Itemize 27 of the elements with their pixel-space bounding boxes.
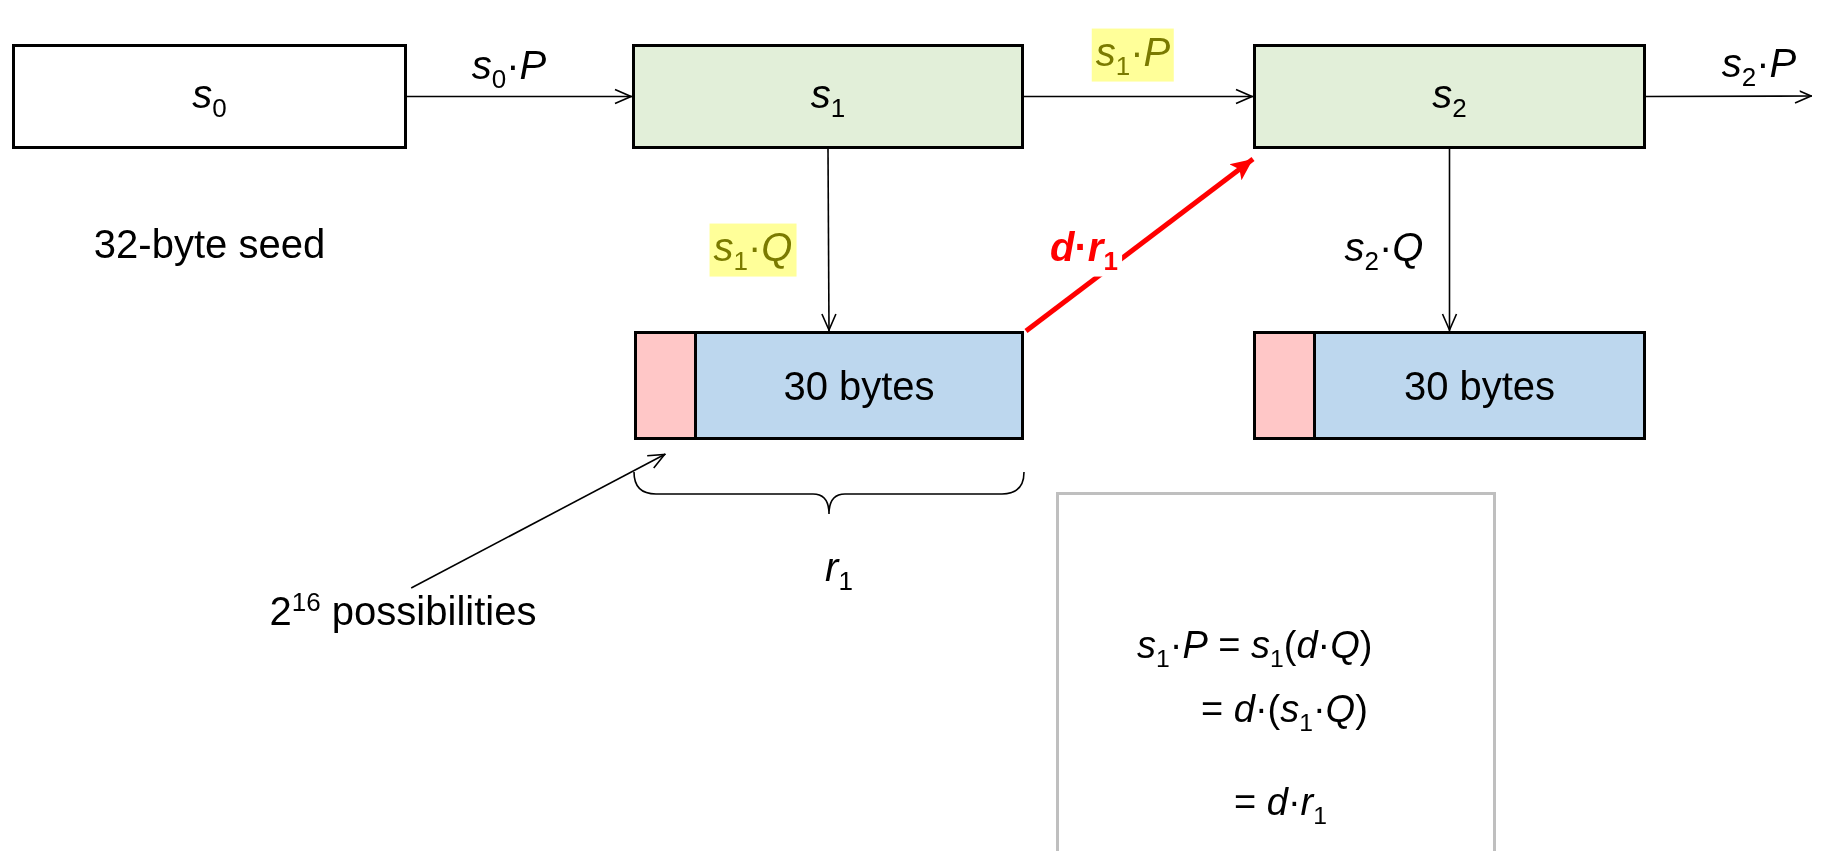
arrow [1645,88,1813,104]
equation-panel [1056,492,1496,851]
equation-line: = d·r$_{1}$ [1234,782,1327,829]
arrow [1441,148,1458,332]
brace-label: r$_{1}$ [824,543,854,597]
arrow [1024,157,1255,333]
box-label: s$_{2}$ [1431,71,1468,122]
output-box [634,331,1024,440]
edge-label: s$_{1}$·Q [709,223,797,277]
edge-label: s$_{1}$·P [1091,28,1175,82]
box-label: 30 bytes [782,363,936,408]
box-label: s$_{0}$ [191,71,228,122]
equation-line: = d·(s$_{1}$·Q) [1201,689,1368,736]
box-caption: 32-byte seed [92,222,327,266]
discarded-bytes-box [1253,331,1316,440]
discarded-bytes-box [634,331,697,440]
arrow [406,88,633,105]
box-label: s$_{1}$ [809,71,847,122]
state-box [632,44,1024,149]
arrow [1023,88,1254,105]
output-box [1253,331,1646,440]
equation-line: s$_{1}$·P = s$_{1}$(d·Q) [1137,625,1373,672]
box-label: 30 bytes [1402,363,1557,408]
state-box [1253,44,1646,149]
leader-line [410,453,667,589]
arrow [821,148,837,332]
annotation-text: 2$^{16}$ possibilities [268,588,538,634]
